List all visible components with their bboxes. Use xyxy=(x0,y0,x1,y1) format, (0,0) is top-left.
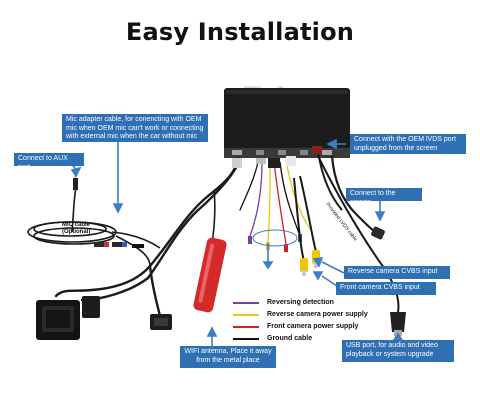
legend-swatch xyxy=(233,326,259,328)
legend-row-reverse-power: Reverse camera power supply xyxy=(233,310,373,322)
wire-color-legend: Reversing detection Reverse camera power… xyxy=(233,298,373,346)
aux-port-callout: Connect to AUX port xyxy=(14,153,84,171)
mic-cable-label: MIC cable xyxy=(62,222,91,228)
legend-row-front-power: Front camera power supply xyxy=(233,322,373,334)
wires-highlight-ring xyxy=(252,229,298,247)
interface-box: SuperSound MIC xyxy=(224,85,350,158)
legend-swatch xyxy=(233,302,259,304)
usb-port-callout: USB port, for audio and video playback o… xyxy=(342,340,454,362)
legend-row-reversing: Reversing detection xyxy=(233,298,373,310)
oem-lvds-callout: Connect with the OEM lVDS port unplugged… xyxy=(350,134,466,154)
legend-swatch xyxy=(233,338,259,340)
mic-cable-coil xyxy=(27,187,161,267)
box-right-label: MIC xyxy=(278,85,284,89)
page-title: Easy Installation xyxy=(125,18,355,46)
screen-callout: Connect to the screen xyxy=(346,188,422,206)
mic-connectors xyxy=(94,242,144,248)
wire-terminals xyxy=(248,234,302,252)
legend-swatch xyxy=(233,314,259,316)
box-left-label: SuperSound xyxy=(244,85,261,89)
reverse-cvbs-callout: Reverse camera CVBS input xyxy=(344,266,450,279)
legend-label: Ground cable xyxy=(267,335,313,342)
oem-harness-connector xyxy=(36,296,172,340)
legend-row-ground: Ground cable xyxy=(233,334,373,346)
colored-wires xyxy=(239,159,313,245)
mic-optional-label: (Optional) xyxy=(62,229,90,235)
box-plugs xyxy=(232,156,296,168)
wifi-antenna-callout: WIFI antenna, Place it away from the met… xyxy=(180,346,276,368)
mic-adapter-callout: Mic adapter cable, for conencting with O… xyxy=(62,114,208,142)
front-cvbs-callout: Front camera CVBS input xyxy=(336,282,436,295)
legend-label: Front camera power supply xyxy=(267,323,359,330)
legend-label: Reversing detection xyxy=(267,299,334,306)
legend-label: Reverse camera power supply xyxy=(267,311,368,318)
wifi-antenna-illustration xyxy=(193,189,227,313)
